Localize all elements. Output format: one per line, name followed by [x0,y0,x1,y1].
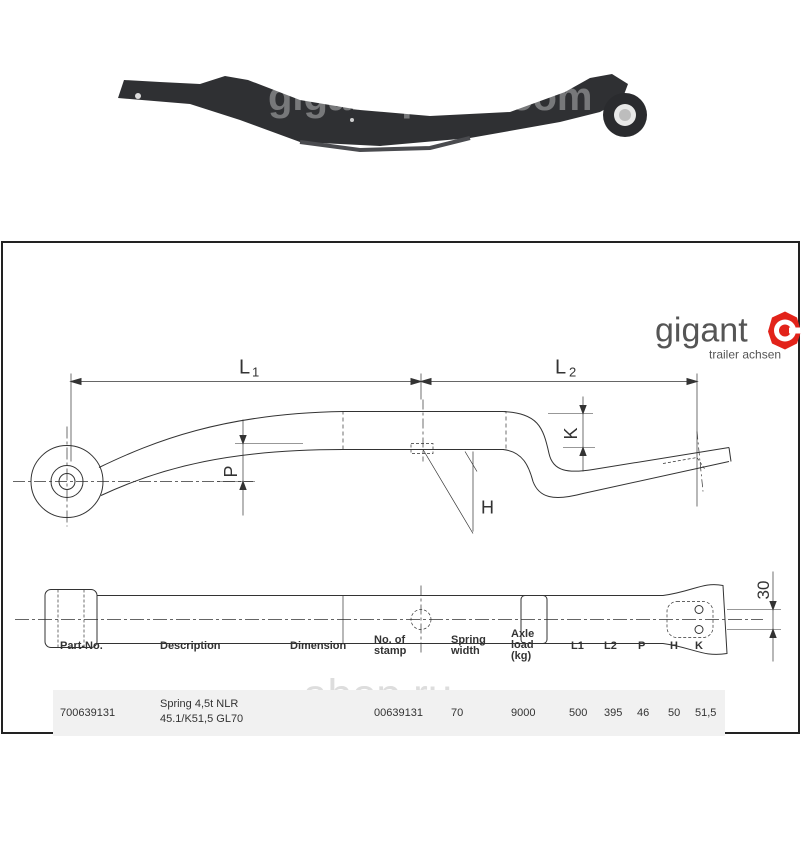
photo-watermark: gigant-parts.com [268,75,592,119]
brand-logo-icon [768,311,802,350]
header-h: H [670,640,678,652]
label-l1-sub: 1 [252,365,259,380]
cell-l2: 395 [604,707,623,719]
technical-drawing-frame: L 1 L 2 P H K 30 gigant trailer achsen a… [1,241,802,736]
technical-drawing: L 1 L 2 P H K 30 gigant trailer achsen a… [13,311,802,720]
label-l1: L [239,357,250,379]
label-l2-sub: 2 [569,365,576,380]
top-view-eye [44,589,98,648]
cell-spring-width: 70 [451,707,464,719]
header-l2: L2 [604,640,617,652]
header-p: P [638,640,646,652]
header-k: K [695,640,703,652]
cell-axle-load: 9000 [511,707,536,719]
label-p: P [221,465,241,477]
label-h: H [481,498,494,518]
table-row-background [53,690,725,736]
brand-name: gigant [655,312,748,350]
cell-h: 50 [668,707,681,719]
brand-tagline: trailer achsen [709,348,781,362]
cell-stamp: 00639131 [374,707,423,719]
product-photo: gigant-parts.com [118,74,647,153]
cell-k: 51,5 [695,707,717,719]
cell-l1: 500 [569,707,588,719]
header-dimension: Dimension [290,640,347,652]
spring-photo-body [118,74,628,146]
cell-part-no: 700639131 [60,707,116,719]
header-l1: L1 [571,640,584,652]
header-description: Description [160,640,221,652]
label-width: 30 [754,581,773,600]
label-k: K [561,427,581,439]
cell-p: 46 [637,707,650,719]
header-part-no: Part-No. [60,640,103,652]
label-l2: L [555,357,566,379]
